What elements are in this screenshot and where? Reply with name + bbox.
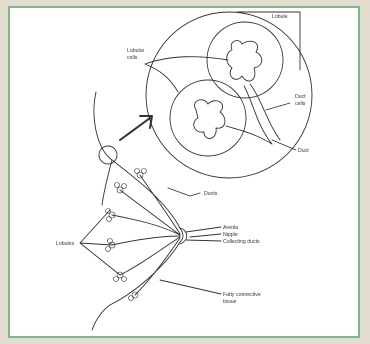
lobule-clusters [106,169,147,301]
label-nipple: Nipple [223,232,238,238]
label-fatty-tissue-line1: Fatty connective [223,292,261,298]
zoom-source-circle [99,146,117,164]
label-ducts: Ducts [204,191,218,197]
label-lobule: Lobule [272,14,288,20]
label-fatty-tissue-line2: tissue [223,299,237,305]
duct-tube [244,84,280,144]
label-lobular-cells-line2: cells [127,55,138,61]
label-areola: Areola [223,225,238,231]
lobule-lower [194,100,225,139]
label-lobules: Lobules [56,241,75,247]
magnified-circle [146,12,312,178]
label-duct-cells-line2: cells [295,101,306,107]
lobule-upper [227,41,262,81]
label-lobular-cells-line1: Lobular [127,48,145,54]
label-duct-cells-line1: Duct [295,94,306,100]
label-collecting-ducts: Collecting ducts [223,239,260,245]
label-duct: Duct [298,148,309,154]
zoom-arrow [120,116,152,140]
